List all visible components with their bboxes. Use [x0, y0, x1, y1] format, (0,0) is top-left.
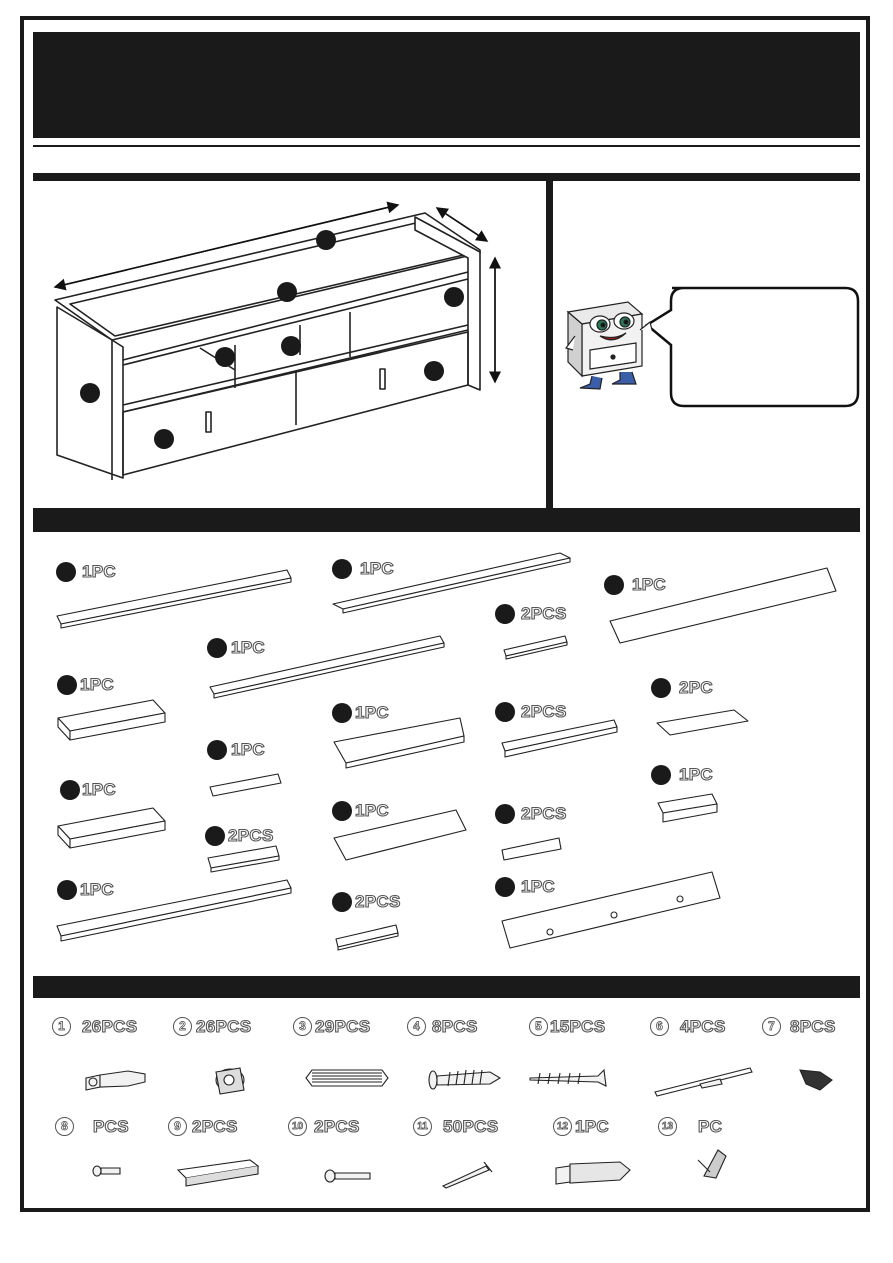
part-4-quantity: 2PCS	[520, 603, 567, 623]
part-marker	[332, 703, 352, 723]
part-14-quantity: 2PCS	[227, 825, 274, 845]
part-7-quantity: 1PC	[354, 702, 389, 722]
part-marker	[205, 826, 225, 846]
wood-dowel-icon	[305, 1069, 389, 1087]
hardware-7-number: 7	[762, 1017, 781, 1036]
hardware-9-quantity: 2PCS	[191, 1116, 238, 1136]
machine-screw-icon	[324, 1169, 371, 1183]
header-divider	[33, 145, 860, 147]
part-18-quantity: 1PC	[520, 876, 555, 896]
part-marker	[495, 702, 515, 722]
mascot-illustration	[564, 286, 860, 408]
part-marker	[60, 780, 80, 800]
part-16-quantity: 1PC	[79, 879, 114, 899]
hardware-3-quantity: 29PCS	[314, 1016, 371, 1036]
part-marker	[207, 740, 227, 760]
hardware-3-number: 3	[293, 1017, 312, 1036]
hardware-2-quantity: 26PCS	[195, 1016, 252, 1036]
overview-divider	[546, 180, 553, 508]
overview-section-bar	[33, 173, 860, 181]
part-marker	[495, 877, 515, 897]
anchor-fitting-icon	[555, 1161, 631, 1185]
hardware-9-number: 9	[168, 1117, 187, 1136]
tv-stand-diagram	[53, 201, 501, 480]
part-marker	[604, 575, 624, 595]
page-frame	[20, 16, 870, 1212]
part-2-quantity: 1PC	[359, 558, 394, 578]
hardware-12-number: 12	[553, 1117, 572, 1136]
part-17-quantity: 2PCS	[354, 891, 401, 911]
recessed-handle-icon	[176, 1159, 260, 1187]
part-15-quantity: 2PCS	[520, 803, 567, 823]
part-3-quantity: 1PC	[631, 574, 666, 594]
hardware-11-number: 11	[413, 1117, 432, 1136]
part-1-quantity: 1PC	[81, 561, 116, 581]
part-12-quantity: 1PC	[678, 764, 713, 784]
part-marker	[495, 804, 515, 824]
header-banner	[33, 32, 860, 138]
part-6-quantity: 1PC	[79, 674, 114, 694]
part-marker	[651, 678, 671, 698]
cam-lock-icon	[215, 1067, 245, 1095]
long-screw-icon	[428, 1069, 502, 1090]
panels-section-bar	[33, 508, 860, 532]
small-screw-icon	[92, 1165, 121, 1177]
hardware-6-number: 6	[650, 1017, 669, 1036]
hardware-10-number: 10	[288, 1117, 307, 1136]
part-10-quantity: 1PC	[230, 739, 265, 759]
cam-bolt-icon	[85, 1070, 146, 1091]
drawer-slide-icon	[654, 1067, 753, 1097]
hardware-10-quantity: 2PCS	[313, 1116, 360, 1136]
part-marker	[56, 562, 76, 582]
hardware-13-number: 13	[658, 1117, 677, 1136]
part-marker	[651, 765, 671, 785]
hardware-1-number: 1	[52, 1017, 71, 1036]
part-marker	[495, 604, 515, 624]
hardware-8-number: 8	[55, 1117, 74, 1136]
short-screw-icon	[799, 1069, 833, 1091]
part-9-quantity: 2PC	[678, 677, 713, 697]
hardware-5-number: 5	[529, 1017, 548, 1036]
hardware-8-quantity: PCS	[92, 1116, 129, 1136]
part-marker	[57, 675, 77, 695]
hardware-11-quantity: 50PCS	[442, 1116, 499, 1136]
hardware-section-bar	[33, 976, 860, 998]
hardware-7-quantity: 8PCS	[789, 1016, 836, 1036]
part-5-quantity: 1PC	[230, 637, 265, 657]
hardware-6-quantity: 4PCS	[679, 1016, 726, 1036]
part-8-quantity: 2PCS	[520, 701, 567, 721]
hardware-1-quantity: 26PCS	[81, 1016, 138, 1036]
part-11-quantity: 1PC	[81, 779, 116, 799]
nail-icon	[441, 1161, 493, 1189]
part-marker	[332, 801, 352, 821]
hardware-4-number: 4	[407, 1017, 426, 1036]
part-13-quantity: 1PC	[354, 800, 389, 820]
wall-tie-icon	[697, 1149, 727, 1179]
hardware-12-quantity: 1PC	[574, 1116, 609, 1136]
hardware-13-quantity: PC	[697, 1116, 723, 1136]
hardware-icons	[85, 1067, 833, 1189]
panel-parts-diagram	[56, 552, 837, 951]
part-marker	[207, 638, 227, 658]
part-marker	[57, 880, 77, 900]
hardware-5-quantity: 15PCS	[549, 1016, 606, 1036]
hardware-2-number: 2	[173, 1017, 192, 1036]
part-marker	[332, 892, 352, 912]
part-marker	[332, 559, 352, 579]
wood-screw-icon	[529, 1068, 607, 1087]
hardware-4-quantity: 8PCS	[431, 1016, 478, 1036]
